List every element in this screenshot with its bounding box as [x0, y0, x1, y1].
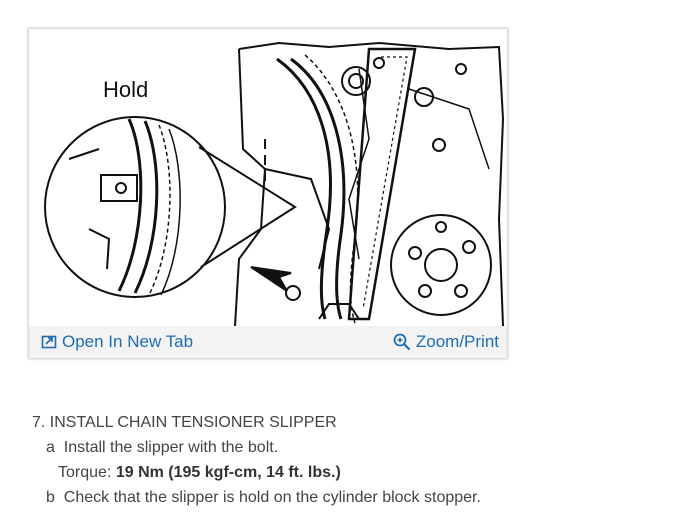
torque-label: Torque: — [58, 464, 112, 481]
sub-step-b-letter: b — [46, 489, 55, 506]
sub-step-b: b Check that the slipper is hold on the … — [32, 485, 481, 510]
torque-spec: Torque: 19 Nm (195 kgf-cm, 14 ft. lbs.) — [32, 460, 481, 485]
torque-value: 19 Nm (195 kgf-cm, 14 ft. lbs.) — [115, 464, 341, 481]
open-new-tab-icon — [41, 335, 57, 349]
figure-toolbar: Open In New Tab Zoom/Print — [29, 326, 507, 358]
step-title: INSTALL CHAIN TENSIONER SLIPPER — [49, 414, 337, 431]
sub-step-a-letter: a — [46, 439, 55, 456]
chain-tensioner-diagram: Hold — [44, 41, 505, 326]
sub-step-a-text: Install the slipper with the bolt. — [63, 439, 279, 456]
open-new-tab-link[interactable]: Open In New Tab — [41, 332, 193, 352]
callout-label: Hold — [103, 77, 148, 102]
step-heading: 7. INSTALL CHAIN TENSIONER SLIPPER — [32, 410, 481, 435]
figure-card: Hold Open In New Tab Zoom/Print — [28, 28, 508, 359]
open-new-tab-label: Open In New Tab — [62, 332, 194, 351]
step-number: 7. — [32, 414, 46, 431]
procedure-steps: 7. INSTALL CHAIN TENSIONER SLIPPER a Ins… — [32, 410, 481, 510]
zoom-print-link[interactable]: Zoom/Print — [393, 332, 499, 352]
zoom-print-label: Zoom/Print — [415, 332, 499, 351]
sub-step-b-text: Check that the slipper is hold on the cy… — [63, 489, 481, 506]
sub-step-a: a Install the slipper with the bolt. — [32, 435, 481, 460]
zoom-icon — [393, 333, 411, 351]
